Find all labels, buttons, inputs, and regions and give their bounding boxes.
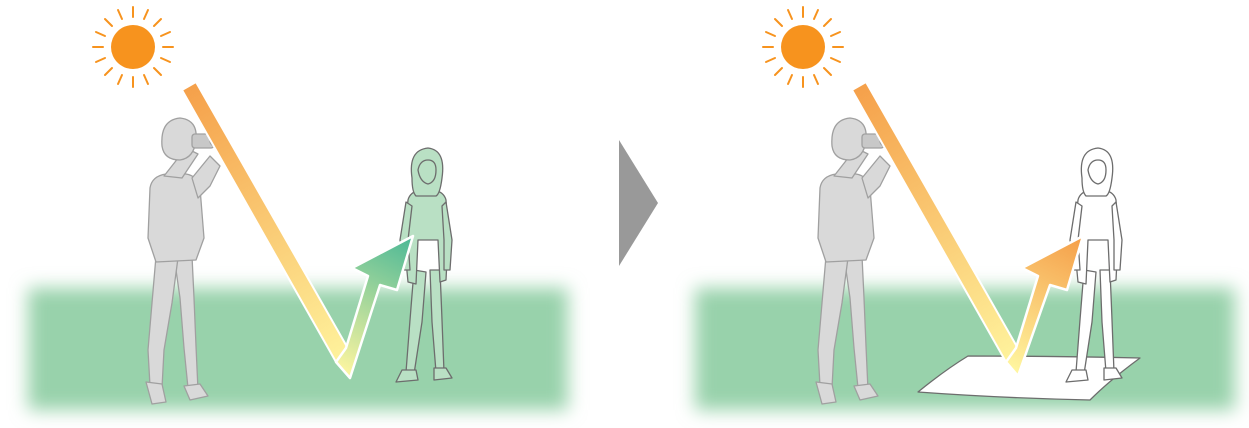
sun-icon (93, 7, 173, 87)
sun-icon (763, 7, 843, 87)
panel-after (695, 7, 1235, 410)
triangle-right-icon (619, 140, 658, 266)
grass-area (28, 288, 568, 410)
panel-before (28, 7, 568, 410)
